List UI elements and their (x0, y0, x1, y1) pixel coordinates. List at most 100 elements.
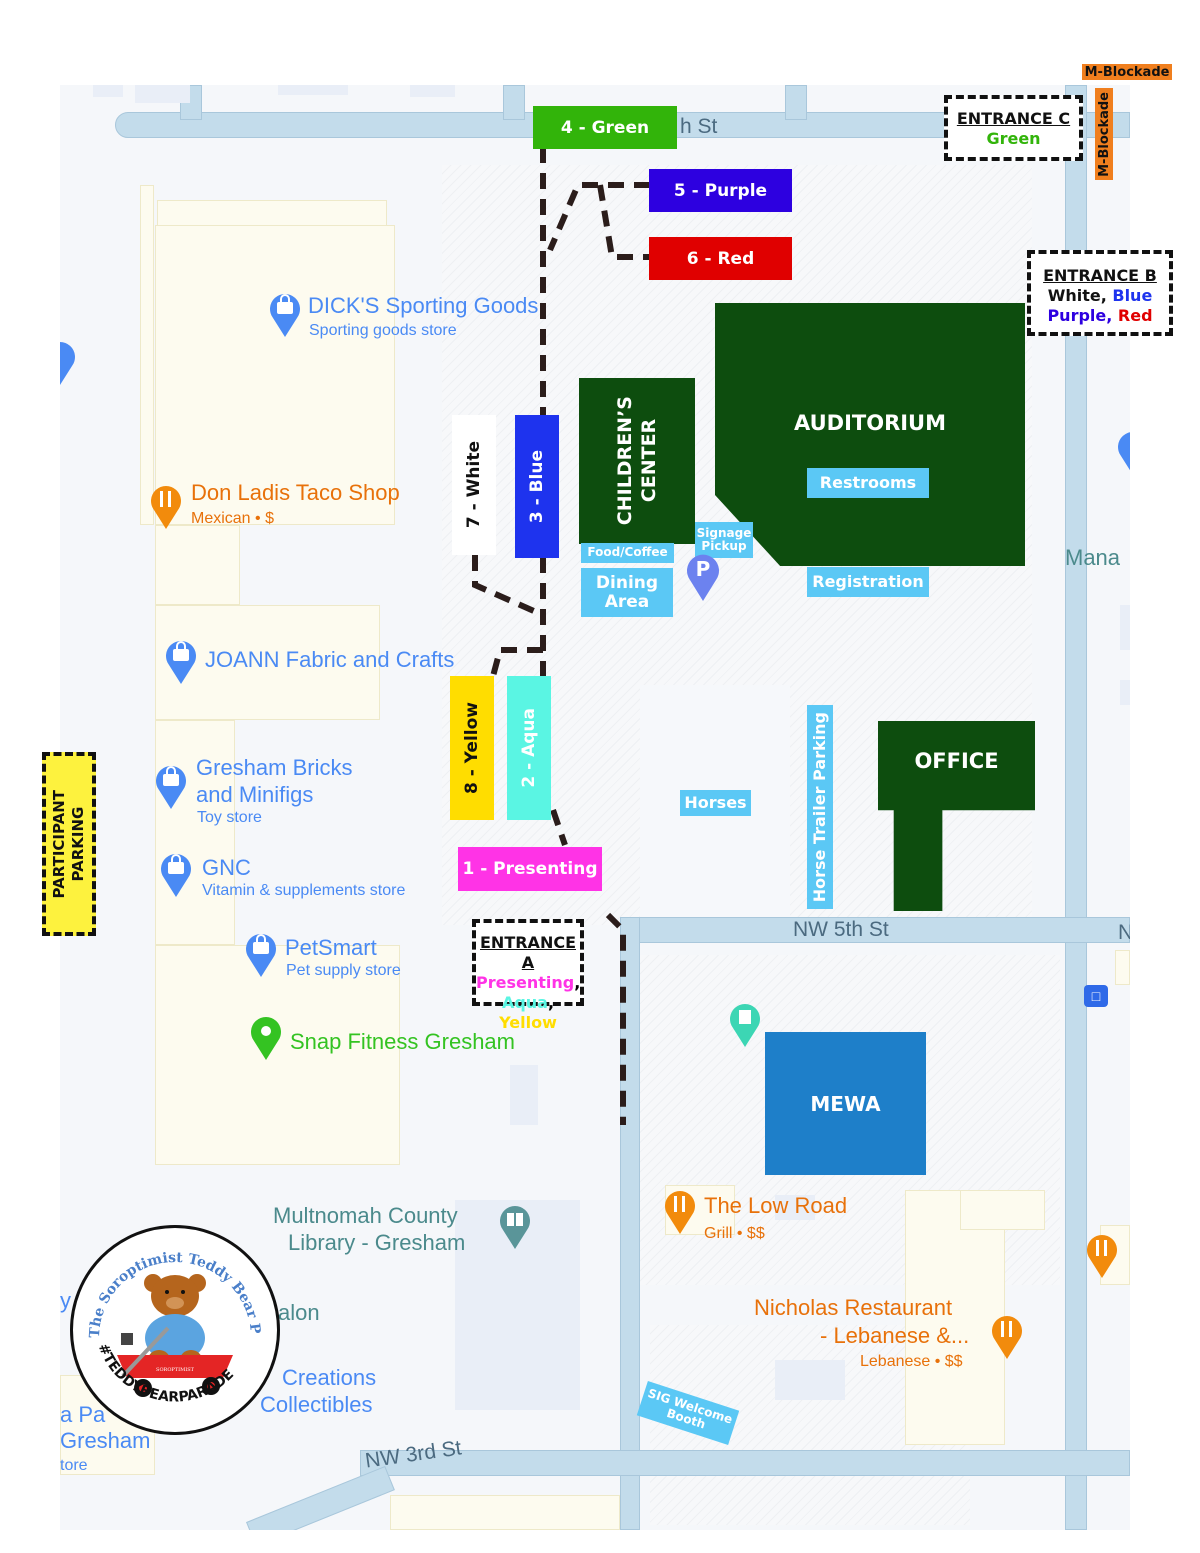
poi-gnc[interactable]: GNC (202, 855, 251, 880)
poi-creations-2[interactable]: Collectibles (260, 1392, 373, 1417)
entrance-a-aqua: Aqua (501, 993, 548, 1012)
poi-library-2[interactable]: Library - Gresham (288, 1230, 466, 1255)
retail-building (155, 945, 400, 1165)
stop-2-aqua[interactable]: 2 - Aqua (507, 676, 551, 820)
restaurant-pin-icon[interactable] (662, 1187, 698, 1235)
signage-pickup-label[interactable]: Signage Pickup (695, 522, 753, 558)
entrance-b-box[interactable]: ENTRANCE B White, Blue Purple, Red (1027, 250, 1173, 336)
stop-7-white[interactable]: 7 - White (452, 415, 496, 555)
mewa-building[interactable]: MEWA (765, 1032, 926, 1175)
horses-label[interactable]: Horses (680, 790, 751, 816)
entrance-b-line-1: White, Blue (1031, 286, 1169, 306)
building (1115, 950, 1130, 985)
poi-partial-gresham[interactable]: Gresham (60, 1428, 151, 1453)
horse-trailer-parking-label[interactable]: Horse Trailer Parking (807, 705, 833, 909)
lot (135, 85, 190, 103)
dining-label-1: Dining (595, 572, 659, 593)
comma: , (574, 973, 581, 992)
svg-text:SOROPTIMIST: SOROPTIMIST (156, 1367, 195, 1373)
shopping-bag-pin-icon[interactable] (60, 338, 78, 386)
stop-2-text: 2 - Aqua (519, 708, 539, 788)
nw-3rd-street (360, 1450, 1130, 1476)
poi-gnc-sub: Vitamin & supplements store (202, 882, 406, 899)
stop-3-text: 3 - Blue (527, 449, 547, 524)
entrance-c-green: Green (986, 129, 1041, 148)
parking-pin-icon[interactable]: P (685, 550, 721, 602)
bus-stop-icon[interactable]: □ (1084, 985, 1108, 1007)
entrance-b-purple: Purple, (1047, 306, 1113, 325)
entrance-a-box[interactable]: ENTRANCE A Presenting, Aqua, Yellow (472, 919, 584, 1032)
stop-3-blue[interactable]: 3 - Blue (515, 415, 559, 558)
poi-mana-partial[interactable]: Mana (1065, 545, 1121, 570)
library-book-pin-icon[interactable] (497, 1202, 533, 1250)
dining-area-label[interactable]: Dining Area (581, 568, 673, 617)
participant-parking-box[interactable]: PARTICIPANT PARKING (42, 752, 96, 936)
poi-creations-1[interactable]: Creations (282, 1365, 377, 1390)
stop-8-text: 8 - Yellow (462, 701, 482, 795)
svg-text:P: P (696, 557, 711, 581)
fitness-pin-icon[interactable] (248, 1013, 284, 1061)
stop-1-presenting[interactable]: 1 - Presenting (458, 847, 602, 891)
shopping-bag-pin-icon[interactable] (267, 290, 303, 338)
restrooms-label[interactable]: Restrooms (807, 468, 929, 498)
poi-partial-store: tore (60, 1457, 88, 1474)
restaurant-pin-icon[interactable] (989, 1312, 1025, 1360)
poi-petsmart-sub: Pet supply store (286, 962, 401, 979)
signage-label-2: Pickup (701, 539, 747, 553)
entrance-c-title: ENTRANCE C (956, 109, 1071, 128)
shopping-bag-pin-icon[interactable] (243, 930, 279, 978)
stop-6-red[interactable]: 6 - Red (649, 237, 792, 280)
entrance-b-blue: Blue (1112, 286, 1153, 305)
poi-nicholas-1[interactable]: Nicholas Restaurant (754, 1295, 953, 1320)
dining-label-2: Area (604, 591, 650, 612)
top-connector-3 (785, 85, 807, 120)
childrens-center-building[interactable]: CHILDREN’S CENTER (579, 378, 695, 544)
signage-label-1: Signage (696, 525, 752, 540)
shopping-bag-pin-icon[interactable] (1115, 428, 1130, 476)
restaurant-pin-icon[interactable] (148, 482, 184, 530)
entrance-a-title: ENTRANCE A (480, 933, 576, 972)
poi-partial-y[interactable]: y (60, 1288, 71, 1313)
stop-4-green[interactable]: 4 - Green (533, 106, 677, 149)
stop-5-purple[interactable]: 5 - Purple (649, 169, 792, 212)
auditorium-label: AUDITORIUM (793, 411, 946, 435)
lot (775, 1360, 845, 1400)
street-label-edge: N (1118, 921, 1130, 944)
restaurant-building (960, 1190, 1045, 1230)
poi-nicholas-2[interactable]: - Lebanese &... (820, 1323, 970, 1348)
poi-joann[interactable]: JOANN Fabric and Crafts (205, 647, 455, 672)
mewa-label: MEWA (810, 1091, 881, 1116)
entrance-c-box[interactable]: ENTRANCE C Green (944, 95, 1083, 161)
poi-nicholas-sub: Lebanese • $$ (860, 1353, 963, 1370)
shopping-bag-pin-icon[interactable] (163, 637, 199, 685)
restaurant-pin-icon[interactable] (1084, 1231, 1120, 1279)
poi-gresham-bricks-2[interactable]: and Minifigs (196, 782, 314, 807)
registration-label[interactable]: Registration (807, 567, 929, 597)
poi-partial-pa[interactable]: a Pa (60, 1402, 106, 1427)
food-coffee-label[interactable]: Food/Coffee (581, 543, 674, 563)
shopping-bag-pin-icon[interactable] (158, 850, 194, 898)
poi-dicks[interactable]: DICK'S Sporting Goods (308, 293, 539, 318)
landmark-tower-pin-icon[interactable] (727, 1000, 763, 1048)
m-blockade-horizontal[interactable]: M-Blockade (1082, 64, 1172, 80)
lot (1120, 680, 1130, 705)
shopping-bag-pin-icon[interactable] (153, 762, 189, 810)
poi-salon-partial[interactable]: alon (278, 1300, 320, 1325)
lot (278, 85, 348, 95)
poi-snap-fitness[interactable]: Snap Fitness Gresham (290, 1029, 515, 1054)
poi-don-ladis[interactable]: Don Ladis Taco Shop (191, 480, 400, 505)
auditorium-building[interactable]: AUDITORIUM (715, 303, 1025, 566)
parade-route-lines (472, 147, 650, 1125)
top-connector-2 (503, 85, 525, 120)
poi-low-road[interactable]: The Low Road (704, 1193, 848, 1218)
m-blockade-vertical[interactable]: M-Blockade (1095, 88, 1113, 180)
poi-gresham-bricks-1[interactable]: Gresham Bricks (196, 755, 353, 780)
lot (1120, 605, 1130, 650)
logo-artwork: The Soroptimist Teddy Bear Parade SOROPT… (73, 1228, 263, 1406)
stop-8-yellow[interactable]: 8 - Yellow (450, 676, 494, 820)
lot (510, 1065, 538, 1125)
lot (775, 1195, 815, 1220)
entrance-a-presenting: Presenting (476, 973, 575, 992)
poi-library-1[interactable]: Multnomah County (273, 1203, 458, 1228)
poi-petsmart[interactable]: PetSmart (285, 935, 377, 960)
